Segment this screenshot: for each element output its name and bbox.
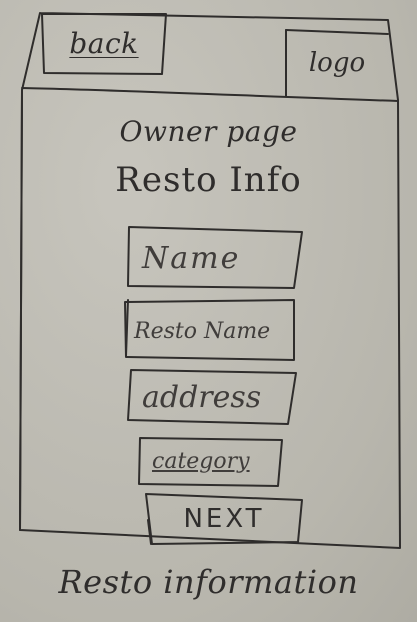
sketch-caption: Resto information [58, 563, 359, 601]
name-input-placeholder: Name [142, 240, 241, 276]
address-input[interactable]: address [130, 370, 296, 424]
logo-label: logo [308, 48, 366, 78]
back-button-label: back [69, 26, 139, 60]
page-title: Owner page [119, 115, 298, 148]
next-button[interactable]: NEXT [146, 495, 302, 543]
category-input-placeholder: category [152, 448, 250, 474]
next-button-label: NEXT [183, 504, 265, 534]
category-input[interactable]: category [140, 438, 282, 484]
resto-name-input[interactable]: Resto Name [126, 304, 296, 358]
back-button[interactable]: back [42, 12, 166, 75]
address-input-placeholder: address [142, 379, 262, 415]
resto-name-input-placeholder: Resto Name [134, 318, 271, 344]
name-input[interactable]: Name [130, 228, 300, 288]
section-title: Resto Info [115, 160, 302, 200]
logo-placeholder: logo [287, 29, 387, 97]
phone-frame-left-edge [19, 89, 23, 531]
